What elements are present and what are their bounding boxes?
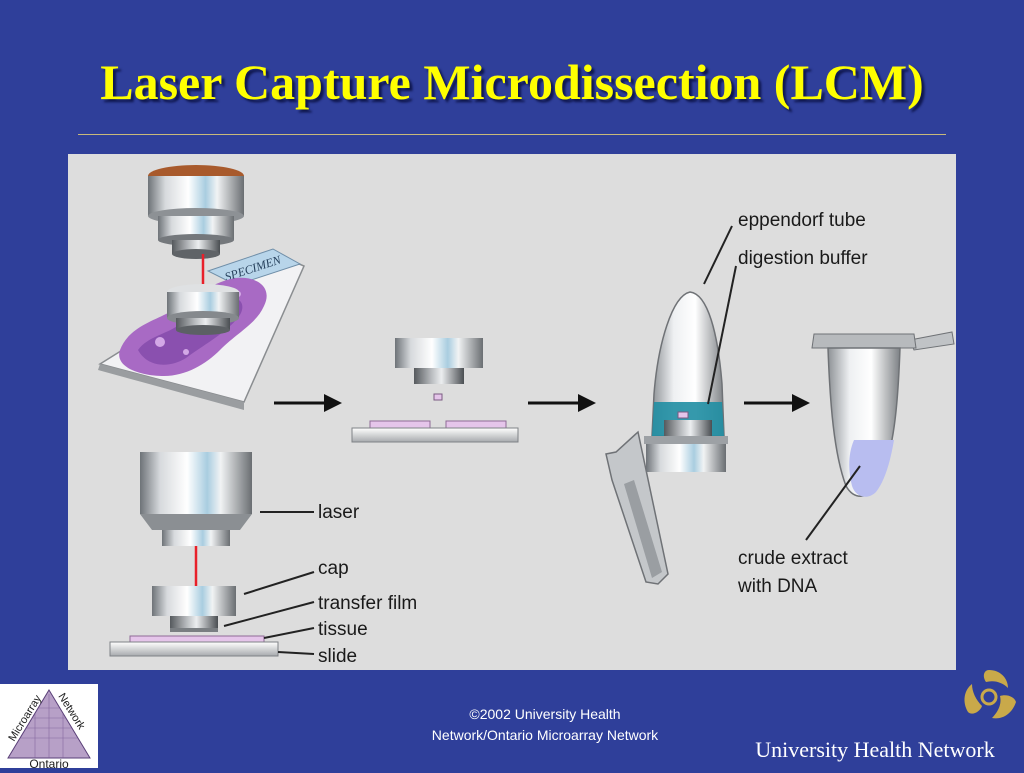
label-eppendorf-tube: eppendorf tube	[738, 210, 866, 231]
arrow-right-icon	[744, 394, 810, 412]
captured-cells	[433, 393, 443, 401]
label-cap: cap	[318, 558, 349, 579]
uhn-wordmark: University Health Network	[755, 737, 995, 762]
label-tissue: tissue	[318, 619, 368, 640]
label-crude-extract-line2: with DNA	[737, 576, 818, 597]
label-digestion-buffer: digestion buffer	[738, 248, 868, 269]
lcm-cross-section: laser cap transfer film tissue slide	[109, 452, 417, 667]
uhn-logo-icon	[954, 664, 1024, 730]
tissue-layer	[129, 635, 265, 643]
label-transfer-film: transfer film	[318, 593, 417, 614]
laser-housing	[140, 452, 252, 514]
label-slide: slide	[318, 646, 357, 667]
lcm-diagram: SPECIMEN	[68, 154, 956, 670]
arrow-right-icon	[528, 394, 596, 412]
logo-word-ontario: Ontario	[29, 757, 69, 768]
microarray-network-logo: Microarray Network Ontario	[0, 684, 98, 771]
cap	[152, 586, 236, 616]
glass-slide	[109, 641, 279, 657]
eppendorf-digestion-illustration: eppendorf tube digestion buffer	[605, 210, 868, 585]
copyright-line-1: ©2002 University Health	[469, 706, 621, 722]
slide-title: Laser Capture Microdissection (LCM)	[100, 54, 924, 110]
cap-lift-illustration	[351, 338, 519, 443]
arrow-right-icon	[274, 394, 342, 412]
label-crude-extract-line1: crude extract	[738, 548, 849, 569]
transfer-film	[170, 628, 218, 632]
microscope-step-illustration: SPECIMEN	[98, 165, 305, 410]
crude-extract	[849, 440, 894, 497]
crude-extract-tube-illustration: crude extract with DNA	[737, 331, 955, 597]
title-divider	[78, 134, 946, 135]
label-laser: laser	[318, 502, 360, 523]
copyright-line-2: Network/Ontario Microarray Network	[431, 727, 659, 743]
footer-copyright: ©2002 University Health Network/Ontario …	[395, 704, 695, 746]
